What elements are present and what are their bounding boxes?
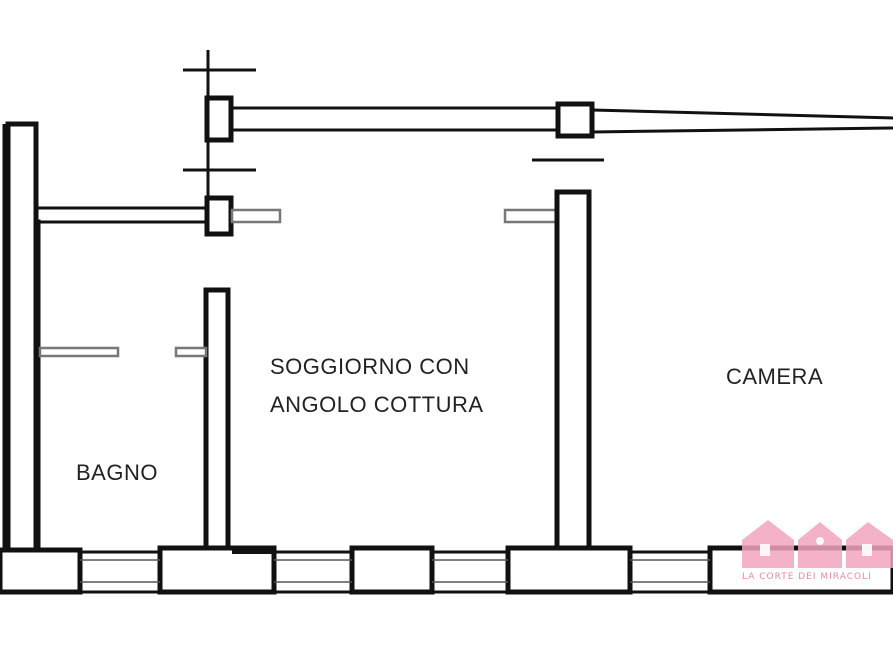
- watermark-text: LA CORTE DEI MIRACOLI: [742, 572, 872, 582]
- window: [80, 559, 160, 583]
- watermark-logo: LA CORTE DEI MIRACOLI: [742, 520, 893, 582]
- top-wall: [183, 50, 893, 196]
- partition-wall: [554, 189, 592, 555]
- room-label-living-line1: SOGGIORNO CON: [270, 354, 470, 379]
- room-label-living-line2: ANGOLO COTTURA: [270, 392, 484, 417]
- house-icon: [846, 522, 893, 568]
- house-icon: [798, 522, 842, 568]
- window: [432, 559, 508, 583]
- room-label-bathroom: BAGNO: [76, 460, 158, 485]
- house-icon: [742, 520, 794, 568]
- left-wall: [2, 121, 39, 555]
- room-label-bedroom: CAMERA: [726, 364, 823, 389]
- corridor-wall: [36, 195, 559, 237]
- window: [274, 559, 352, 583]
- bathroom-walls: [35, 219, 231, 553]
- window: [630, 559, 710, 583]
